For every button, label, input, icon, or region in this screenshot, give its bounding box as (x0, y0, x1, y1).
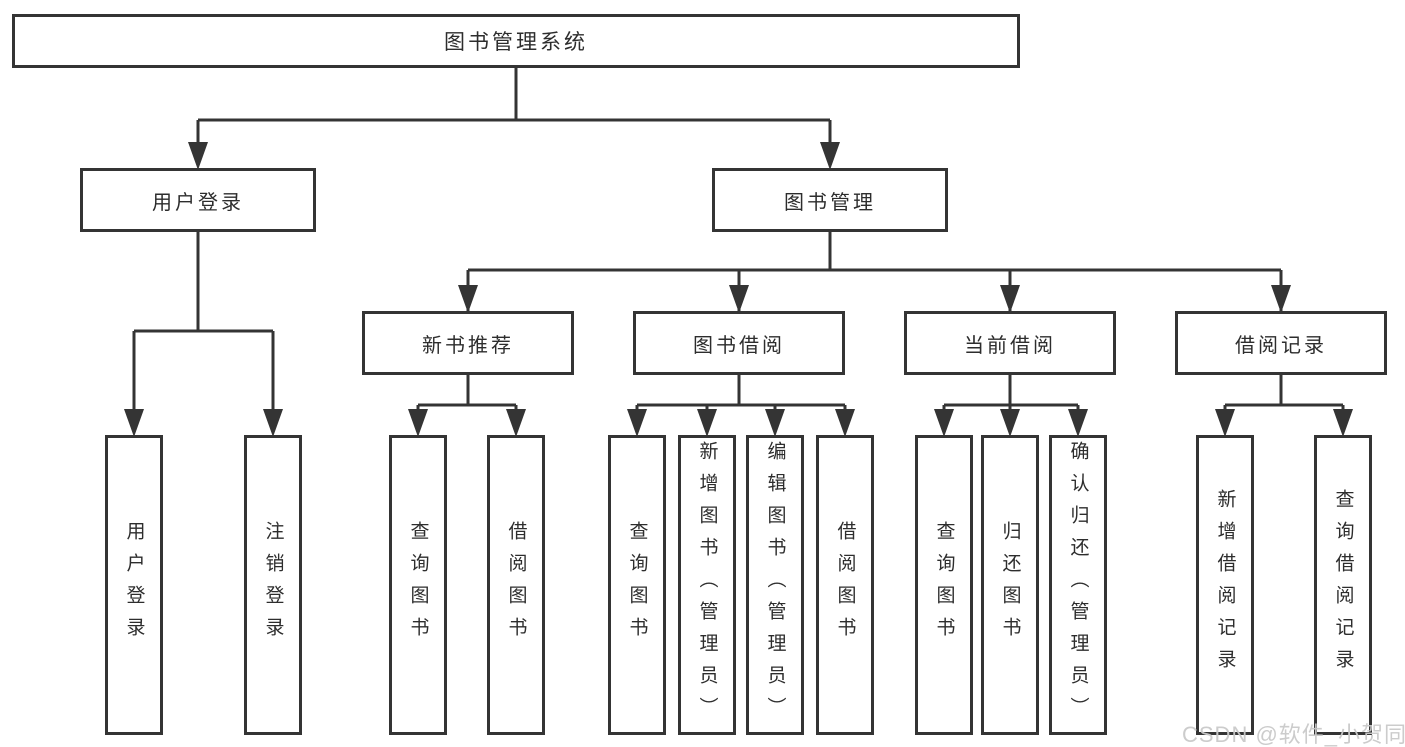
node-label: 查询借阅记录 (1332, 489, 1354, 681)
node-label: 新书推荐 (422, 334, 514, 357)
tree-edges (132, 68, 1345, 433)
leaf-query-books-2: 查询图书 (608, 435, 666, 735)
node-label: 归还图书 (999, 521, 1021, 649)
leaf-return-books: 归还图书 (981, 435, 1039, 735)
node-label: 新增借阅记录 (1214, 489, 1236, 681)
node-label: 查询图书 (626, 521, 648, 649)
node-label: 图书管理系统 (444, 31, 588, 54)
node-label: 用户登录 (152, 191, 244, 214)
leaf-borrow-books-1: 借阅图书 (487, 435, 545, 735)
node-borrow-records: 借阅记录 (1175, 311, 1387, 375)
node-user-login: 用户登录 (80, 168, 316, 232)
node-book-borrow: 图书借阅 (633, 311, 845, 375)
node-label: 借阅记录 (1235, 334, 1327, 357)
node-book-management: 图书管理 (712, 168, 948, 232)
leaf-user-login: 用户登录 (105, 435, 163, 735)
leaf-add-books-admin: 新增图书（管理员） (678, 435, 736, 735)
node-library-management-system: 图书管理系统 (12, 14, 1020, 68)
node-label: 借阅图书 (505, 521, 527, 649)
csdn-watermark: CSDN @软件_小贺同学 (1182, 722, 1405, 747)
node-label: 图书借阅 (693, 334, 785, 357)
node-label: 新增图书（管理员） (696, 441, 718, 729)
leaf-query-borrow-record: 查询借阅记录 (1314, 435, 1372, 735)
leaf-add-borrow-record: 新增借阅记录 (1196, 435, 1254, 735)
node-label: 当前借阅 (964, 334, 1056, 357)
leaf-query-books-3: 查询图书 (915, 435, 973, 735)
node-label: 编辑图书（管理员） (764, 441, 786, 729)
leaf-logout: 注销登录 (244, 435, 302, 735)
leaf-query-books-1: 查询图书 (389, 435, 447, 735)
node-new-book-recommend: 新书推荐 (362, 311, 574, 375)
node-label: 图书管理 (784, 191, 876, 214)
leaf-borrow-books-2: 借阅图书 (816, 435, 874, 735)
leaf-confirm-return-admin: 确认归还（管理员） (1049, 435, 1107, 735)
node-label: 查询图书 (407, 521, 429, 649)
arrowheads (124, 142, 1353, 437)
node-label: 确认归还（管理员） (1067, 441, 1089, 729)
node-current-borrow: 当前借阅 (904, 311, 1116, 375)
node-label: 借阅图书 (834, 521, 856, 649)
leaf-edit-books-admin: 编辑图书（管理员） (746, 435, 804, 735)
node-label: 注销登录 (262, 521, 284, 649)
node-label: 用户登录 (123, 521, 145, 649)
node-label: 查询图书 (933, 521, 955, 649)
